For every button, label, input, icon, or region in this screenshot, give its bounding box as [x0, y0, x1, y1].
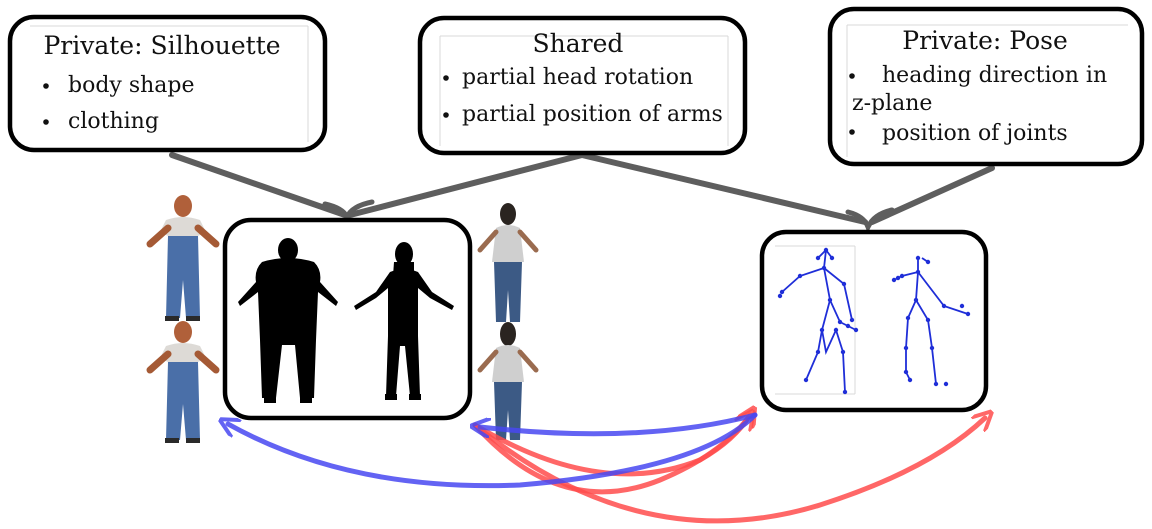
skeleton-right: [891, 255, 971, 387]
blue-arrows: [228, 412, 758, 489]
box-private-silhouette: Private: Silhouette body shape clothing: [7, 14, 328, 153]
bullet-icon: [43, 83, 49, 89]
figure-woman-bottom: [477, 322, 539, 440]
silhouette-panel: [222, 217, 473, 421]
box-shared: Shared partial head rotation partial pos…: [417, 15, 748, 156]
figure-man-top: [146, 195, 220, 321]
red-arrow-to-pose-right: [472, 418, 985, 524]
list-item: body shape: [68, 73, 195, 98]
box-title: Private: Pose: [902, 26, 1068, 55]
box-private-pose: Private: Pose heading direction in z-pla…: [827, 6, 1145, 167]
arrow-shared-to-pose: [579, 152, 868, 225]
bullet-icon: [849, 73, 855, 79]
blue-arrow-pose-to-woman: [480, 412, 758, 434]
list-item: partial head rotation: [462, 65, 693, 90]
list-item: heading direction in: [882, 63, 1107, 88]
arrow-silhouette-to-silhouettes: [169, 152, 348, 218]
arrow-shared-to-silhouettes: [347, 152, 585, 218]
figure-man-bottom: [146, 321, 220, 443]
red-arrows: [472, 415, 985, 524]
silhouette-man: [238, 238, 338, 403]
blue-arrow-pose-to-man: [228, 412, 758, 489]
arrowhead-pose: [845, 207, 895, 234]
box-title: Shared: [533, 29, 624, 58]
gray-arrows: [169, 152, 995, 234]
arrowhead-silhouettes: [322, 199, 375, 224]
silhouette-woman: [354, 242, 454, 400]
red-arrow-to-pose-left-inner: [472, 415, 750, 477]
figure-woman-top: [477, 203, 539, 322]
bullet-icon: [849, 129, 855, 135]
skeleton-left: [777, 247, 859, 395]
bullet-icon: [43, 119, 49, 125]
list-item: partial position of arms: [462, 102, 723, 127]
pose-panel: [759, 229, 989, 413]
box-title: Private: Silhouette: [43, 31, 280, 60]
list-item-continuation: z-plane: [852, 91, 932, 116]
bullet-icon: [443, 75, 449, 81]
bullet-icon: [443, 112, 449, 118]
list-item: clothing: [68, 109, 159, 134]
list-item: position of joints: [882, 121, 1068, 146]
arrow-pose-to-pose: [869, 165, 995, 225]
